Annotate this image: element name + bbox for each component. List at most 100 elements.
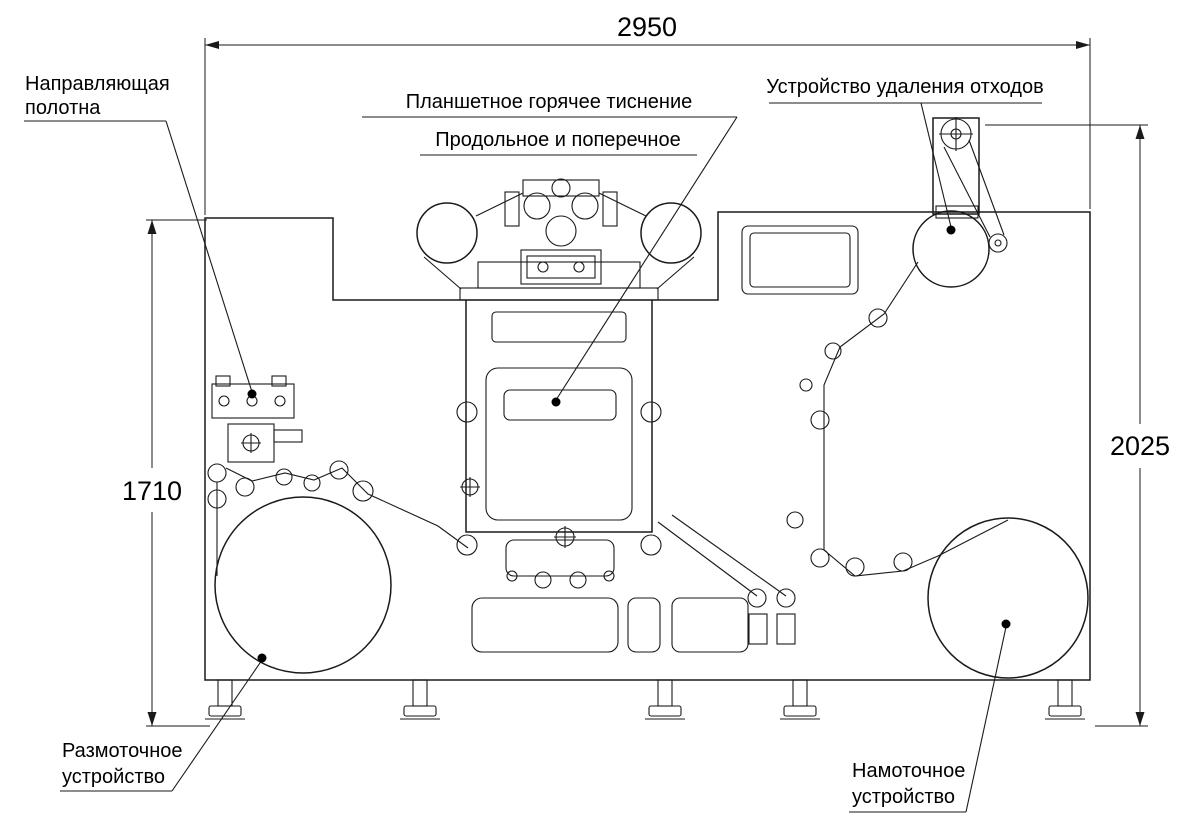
dimension-width-value: 2950 [617,12,677,42]
press-slot-bottom [505,539,615,577]
press-slot-top [491,311,627,343]
panels [471,225,859,653]
arrowhead [147,712,157,726]
machine-outline [204,211,1091,681]
dimension-height-left: 1710 [122,219,210,727]
panel-inner [749,232,851,288]
leader-line [555,116,738,401]
callout-unwinder: Размоточное устройство [60,653,267,792]
roller [640,401,662,423]
panel [741,225,859,295]
roller [810,410,830,430]
roller [776,588,796,608]
arrowhead [1135,712,1145,726]
foot-pad [783,705,817,717]
foot-stem [217,679,233,707]
foil-roller [551,178,571,198]
roller-bracket [776,613,796,645]
foil-roller [571,192,599,220]
callout-waste-removal-label: Устройство удаления отходов [766,76,1043,98]
roller [868,308,888,328]
leader-dot [247,389,257,399]
callout-rewinder-line1: Намоточное [852,760,965,782]
waste-roll [912,210,990,288]
waste-removal-unit [912,117,1008,288]
roller [207,463,227,483]
machine-foot [780,679,820,720]
roller [506,570,518,582]
press-base-plate [459,287,659,301]
waste-idler-hub [994,239,1002,247]
register-mark-cross [460,477,480,497]
web-line [823,261,1009,577]
arrowhead [147,220,157,234]
dimension-height-value: 2025 [1110,431,1170,461]
leader-dot [551,397,561,407]
web-guide-assembly [211,375,303,463]
roller [845,557,865,577]
roller [329,460,349,480]
foot-stem [657,679,673,707]
foil-roller [545,215,577,247]
machine-foot [400,679,440,720]
foot-pad [648,705,682,717]
arrowhead [1135,125,1145,139]
roller [810,548,830,568]
head-support [423,256,695,290]
machine-foot [1045,679,1085,720]
guide-block [211,383,295,419]
roller [824,342,842,360]
panel [671,597,749,653]
leader-line [171,659,263,792]
head-riser [602,191,618,227]
head-riser [504,191,520,227]
stamp-pin [573,261,585,273]
panel [471,597,619,653]
head-plate [522,179,600,197]
dimension-frame-height-value: 1710 [122,476,182,506]
callouts: Направляющая полотна Планшетное горячее … [24,73,1044,813]
roller [786,511,804,529]
guide-motor-box [227,423,275,463]
callout-hot-stamping-line2: Продольное и поперечное [435,129,680,151]
rewind-roll [927,517,1089,679]
roller [603,570,615,582]
web-path [216,261,1009,597]
register-mark-cross [241,433,261,453]
callout-unwinder-line1: Размоточное [62,740,183,762]
arrowhead [205,41,219,49]
stamp-pin [537,261,549,273]
dimension-width-top: 2950 [204,12,1091,215]
callout-rewinder-line2: устройство [852,786,955,808]
stamp-block-inner [526,255,596,279]
roller [640,534,662,556]
callout-web-guide-line1: Направляющая [25,73,170,95]
machine-foot [205,679,245,720]
waste-pulley-cross [939,117,973,151]
guide-roller [218,395,230,407]
guide-tab [271,375,287,387]
leader-line [920,102,952,228]
roller [275,468,293,486]
foot-pad [208,705,242,717]
stamping-roller-right [640,202,702,264]
hot-stamping-unit [416,178,702,589]
foot-pad [1048,705,1082,717]
callout-web-guide: Направляющая полотна [24,73,257,399]
guide-tab [215,375,231,387]
leader-line [165,120,253,393]
roller-bracket [748,613,768,645]
roller [352,480,374,502]
unwind-roll [214,496,392,674]
roller [303,474,321,492]
web-line [657,514,787,597]
roller [534,571,552,589]
foot-stem [412,679,428,707]
panel [627,597,661,653]
roller [456,401,478,423]
rollers [207,308,913,645]
register-mark-cross [554,526,576,548]
leader-line [965,626,1007,813]
foot-pad [403,705,437,717]
